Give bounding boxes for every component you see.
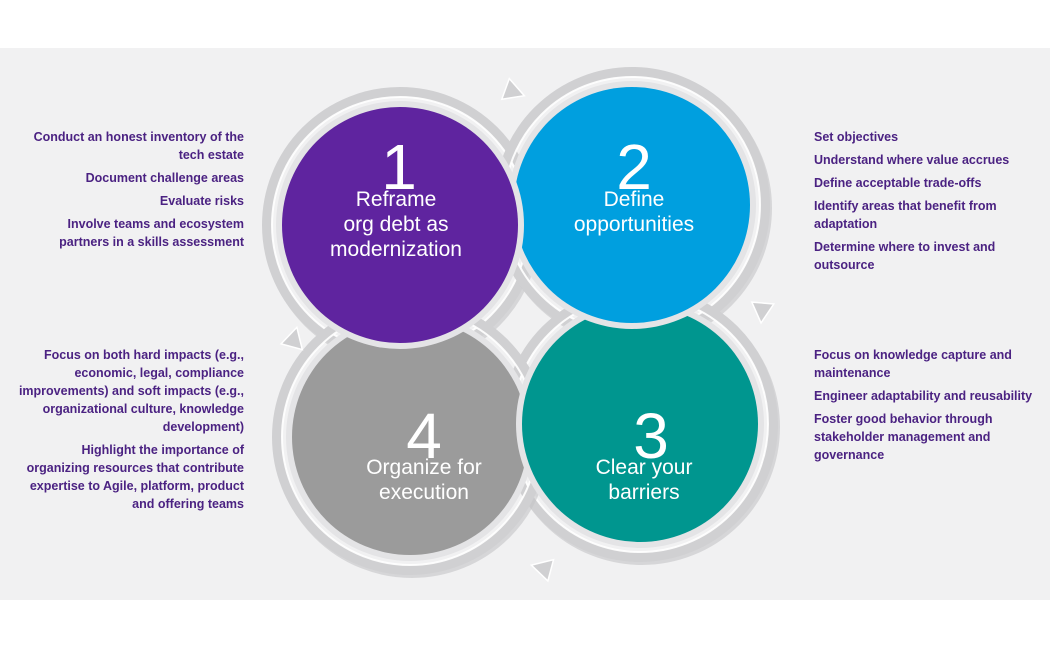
step-2-title-line: Define [604,188,665,211]
arrow-cw-icon [500,77,526,101]
step-2-bullet: Determine where to invest and outsource [814,240,996,272]
disc-layer [276,81,764,561]
step-1-title-line: org debt as [343,213,448,236]
step-2-title-line: opportunities [574,213,694,236]
step-2-bullet: Define acceptable trade-offs [814,176,982,190]
step-3-title-line: Clear your [596,456,693,479]
step-3-bullet: Engineer adaptability and reusability [814,389,1033,403]
step-1-bullet: Involve teams and ecosystem partners in … [59,217,244,249]
step-1-bullet: Document challenge areas [85,171,244,185]
step-3-bullets: Focus on knowledge capture and maintenan… [814,346,1036,469]
step-4-bullet: Highlight the importance of organizing r… [26,443,244,511]
step-2-number: 2 [616,131,652,203]
step-4-disc [292,319,528,555]
step-3-title-line: barriers [608,481,679,504]
step-4-bullet: Focus on both hard impacts (e.g., econom… [18,348,244,434]
step-1-title-line: modernization [330,238,462,261]
step-2-bullet: Understand where value accrues [814,153,1010,167]
arrow-layer [279,77,776,583]
step-3-bullet: Foster good behavior through stakeholder… [814,412,993,462]
step-1-title-line: Reframe [356,188,437,211]
step-1-bullets: Conduct an honest inventory of the tech … [16,128,244,256]
step-4-title-line: Organize for [366,456,482,479]
arrow-cw-icon [750,301,776,325]
step-1-disc [282,107,518,343]
step-4-title-line: execution [379,481,469,504]
step-1-bullet: Conduct an honest inventory of the tech … [33,130,244,162]
step-3-bullet: Focus on knowledge capture and maintenan… [814,348,1012,380]
arrow-cw-icon [279,325,304,351]
step-2-bullet: Identify areas that benefit from adaptat… [814,199,997,231]
step-1-bullet: Evaluate risks [159,194,244,208]
step-4-bullets: Focus on both hard impacts (e.g., econom… [16,346,244,518]
step-4-number: 4 [406,400,442,472]
step-3-number: 3 [633,400,669,472]
step-3-disc [522,306,758,542]
step-1-number: 1 [381,131,417,203]
step-2-disc [514,87,750,323]
step-2-bullet: Set objectives [814,130,899,144]
arrow-cw-icon [529,558,555,583]
